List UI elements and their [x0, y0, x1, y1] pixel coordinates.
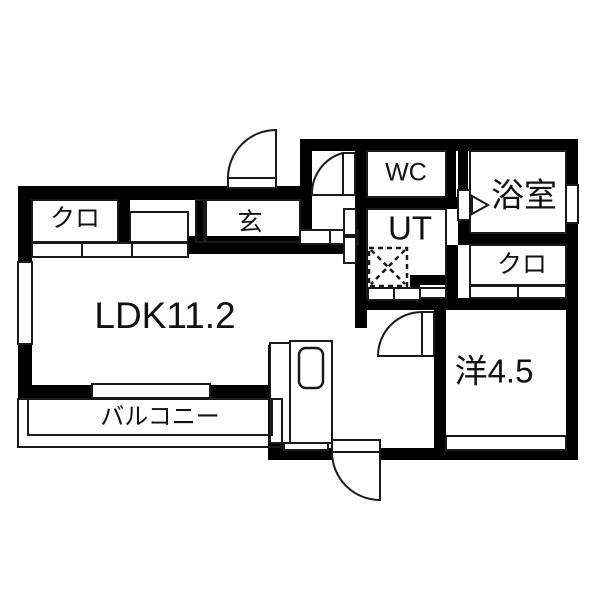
service-door-arc — [330, 451, 381, 502]
room-label-genkan: 玄 — [237, 209, 262, 237]
bedroom-door-arc — [376, 310, 423, 357]
room-label-closet1: クロ — [50, 205, 100, 233]
wc-door-leaf — [342, 152, 356, 196]
kitchen-sink — [297, 346, 325, 390]
fixture-outline-group — [17, 128, 579, 502]
wall-bath-bottom — [458, 233, 578, 245]
wall-ut-right-lower — [446, 245, 458, 310]
room-label-closet2: クロ — [497, 251, 547, 279]
closet1-door-panel-1 — [31, 242, 83, 258]
kitchen-counter — [269, 340, 333, 444]
room-label-bathroom: 浴室 — [491, 177, 557, 214]
room-label-ldk: LDK11.2 — [94, 295, 235, 336]
ut-door-panel-2 — [343, 236, 357, 264]
corridor-step-panel-1 — [299, 229, 331, 245]
balcony-inner-outline — [27, 398, 273, 436]
service-door-leaf — [331, 439, 381, 453]
ldk-left-window — [17, 261, 33, 345]
wall-genkan-left — [196, 200, 204, 242]
wall-closet2-bottom — [458, 298, 578, 310]
wall-ut-inner — [410, 275, 446, 285]
wall-left-lower — [18, 345, 32, 399]
shoe-box-outline — [129, 211, 189, 243]
bedroom-bottom-window — [445, 435, 567, 451]
wall-wc-right — [446, 151, 456, 197]
wc-outline — [366, 150, 447, 198]
ut-bottom-panel-2 — [393, 287, 421, 301]
genkan-outline — [203, 199, 301, 243]
ut-door-panel-1 — [343, 208, 357, 236]
wall-ut-left — [355, 151, 367, 197]
closet2-door-panel-1 — [469, 285, 519, 299]
wall-wc-bottom — [355, 197, 470, 209]
entrance-door-arc — [226, 128, 277, 179]
wall-bedroom-left — [434, 310, 446, 460]
entrance-door-leaf — [227, 177, 277, 189]
wc-door-arc — [310, 151, 344, 196]
ut-inner-panel — [419, 287, 447, 299]
bath-right-window — [565, 184, 579, 224]
closet1-door-panel-3 — [131, 242, 189, 258]
room-label-group: LDK11.2 洋4.5 浴室 UT WC 玄 クロ クロ バルコニー — [50, 159, 557, 431]
wall-ldk-top-2 — [188, 236, 312, 254]
ldk-balcony-window — [91, 383, 211, 399]
wall-closet1-divider — [118, 200, 130, 242]
wall-wc-corridor-right — [458, 151, 468, 197]
wall-ut-left-2 — [355, 197, 367, 310]
closet2-door-panel-2 — [517, 285, 567, 299]
bath-door-arrow-icon — [471, 194, 491, 216]
room-label-wc: WC — [385, 159, 427, 187]
washing-machine-pan — [367, 246, 409, 288]
closet1-door-panel-2 — [81, 242, 133, 258]
room-label-balcony: バルコニー — [100, 403, 220, 430]
room-label-ut: UT — [388, 210, 432, 247]
wall-genkan-top-vert — [300, 139, 312, 207]
wall-corridor-left-vert — [355, 310, 367, 328]
wall-top-left — [18, 186, 300, 200]
bath-door-panel — [457, 189, 471, 221]
wall-top-right — [300, 139, 578, 151]
ut-bottom-panel-1 — [367, 287, 395, 301]
genkan-side-panel — [195, 199, 207, 243]
room-label-western: 洋4.5 — [455, 353, 534, 390]
bedroom-door-leaf — [421, 311, 435, 357]
